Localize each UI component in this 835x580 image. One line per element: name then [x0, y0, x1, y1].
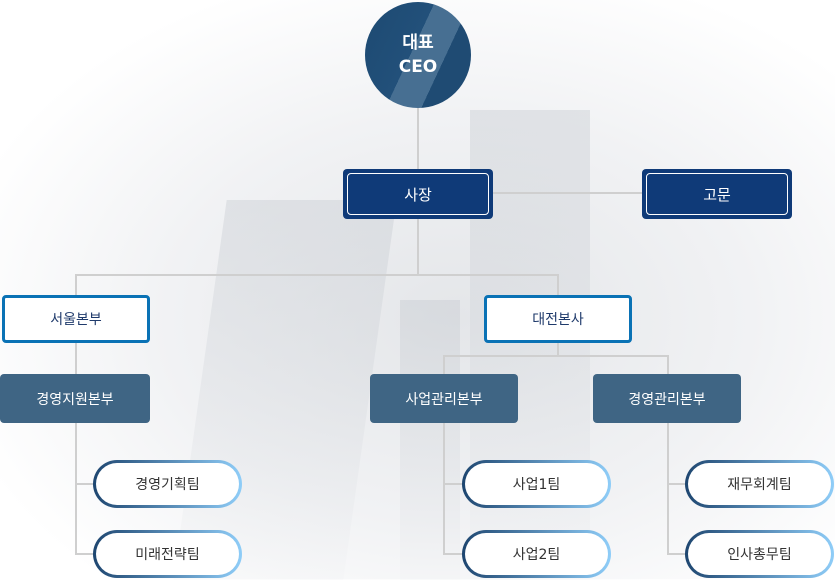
connector-line [443, 553, 463, 555]
connector-line [443, 355, 669, 357]
connector-line [667, 483, 687, 485]
division-management-support: 경영지원본부 [0, 374, 150, 423]
connector-line [667, 553, 687, 555]
advisor-node: 고문 [642, 169, 792, 219]
team-node: 사업1팀 [462, 460, 611, 508]
team-node: 사업2팀 [462, 530, 611, 578]
division-business-management: 사업관리본부 [370, 374, 518, 423]
background-building [173, 200, 397, 580]
connector-line [667, 355, 669, 554]
ceo-title-ko: 대표 [402, 33, 434, 53]
president-label: 사장 [347, 173, 489, 215]
team-node: 재무회계팀 [685, 460, 834, 508]
hq-seoul: 서울본부 [2, 295, 150, 343]
hq-daejeon: 대전본사 [484, 295, 632, 343]
team-node: 인사총무팀 [685, 530, 834, 578]
team-node: 미래전략팀 [93, 530, 242, 578]
connector-line [75, 483, 95, 485]
connector-line [75, 553, 95, 555]
president-node: 사장 [343, 169, 493, 219]
connector-line [443, 483, 463, 485]
connector-line [493, 192, 642, 194]
connector-line [75, 274, 559, 276]
ceo-title-en: CEO [398, 57, 438, 77]
advisor-label: 고문 [646, 173, 788, 215]
division-administration: 경영관리본부 [593, 374, 741, 423]
team-node: 경영기획팀 [93, 460, 242, 508]
ceo-node: 대표 CEO [365, 2, 471, 108]
connector-line [443, 355, 445, 554]
background-building [400, 300, 460, 580]
